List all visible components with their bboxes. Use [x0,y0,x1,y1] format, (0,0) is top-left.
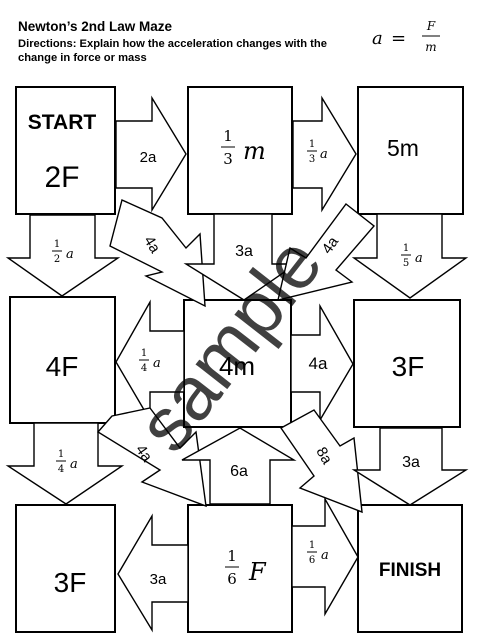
box-finish: FINISH [357,504,463,633]
fraction-numerator: 1 [223,127,233,145]
fraction-denominator: 6 [227,570,237,588]
arrow-diagonal-8a: 8a [279,409,363,514]
fraction-numerator: 1 [227,547,237,565]
box-value: 3F [392,351,425,382]
arrow-right-third-a: 1 3 a [292,95,357,213]
arrow-diagonal-4a-upper-right: 4a [277,203,376,301]
box-r2c2: 4m [183,299,292,428]
box-r1c3: 5m [357,86,464,215]
fraction-numerator: 1 [58,449,64,460]
fraction-denominator: 6 [309,555,315,566]
fraction-denominator: 2 [54,254,60,265]
box-value: 4F [46,351,79,382]
fraction-variable: a [320,147,328,162]
fraction-denominator: 3 [223,150,233,168]
fraction-variable: a [415,251,423,266]
fraction-variable: a [66,247,74,262]
page-title: Newton’s 2nd Law Maze [18,19,173,34]
start-value: 2F [44,161,79,194]
fraction-numerator: 1 [309,540,315,551]
arrow-diagonal-4a-upper-left: 4a [109,199,206,308]
fraction-numerator: 1 [141,348,147,359]
fraction-numerator: 1 [54,239,60,250]
fraction-variable: a [70,457,78,472]
box-r1c2: 1 3 m [187,86,293,215]
arrow-down-half-a: 1 2 a [5,214,121,297]
arrow-label: 6a [230,463,248,480]
formula-lhs: a [372,28,383,49]
arrow-left-quarter-a: 1 4 a [115,299,185,423]
arrow-left-3a: 3a [117,513,189,633]
fraction-denominator: 3 [309,154,315,165]
arrow-down-3a: 3a [351,427,469,506]
box-r3c1: 3F [15,504,116,633]
box-value: 3F [54,567,87,598]
arrow-down-quarter-a: 1 4 a [5,422,125,505]
arrow-label: 3a [235,243,253,260]
start-label: START [28,111,97,134]
box-r2c1: 4F [9,296,116,424]
fraction-variable: a [321,548,329,563]
box-value: 4m [219,351,255,381]
fraction-numerator: 1 [403,243,409,254]
fraction-numerator: 1 [309,139,315,150]
arrow-label: 2a [140,149,157,166]
fraction-denominator: 5 [403,258,409,269]
fraction-variable: m [243,137,266,165]
fraction-variable: a [153,356,161,371]
box-r2c3: 3F [353,299,461,428]
fraction-denominator: 4 [141,363,147,374]
arrow-up-6a: 6a [181,427,297,505]
arrow-right-4a: 4a [290,303,354,423]
fraction-denominator: 4 [58,464,64,475]
directions-text: Directions: Explain how the acceleration… [18,38,327,64]
box-value: 5m [387,135,419,161]
formula-numerator: F [426,19,436,33]
box-start: START 2F [15,86,116,215]
arrow-right-2a: 2a [115,95,187,213]
box-r3c2: 1 6 F [187,504,293,633]
arrow-right-sixth-a: 1 6 a [291,496,359,617]
formula: a = F m [372,19,440,54]
formula-equals: = [391,28,406,49]
fraction-variable: F [248,558,267,586]
arrow-up-3a: 3a [183,213,299,301]
finish-label: FINISH [379,560,441,581]
arrow-diagonal-4a-lower-left: 4a [96,407,207,508]
arrow-label: 8a [312,444,335,468]
arrow-label: 3a [402,454,420,471]
formula-denominator: m [425,40,436,54]
arrow-label: 3a [150,571,167,588]
arrow-down-fifth-a: 1 5 a [351,213,469,299]
arrow-label: 4a [309,354,328,373]
